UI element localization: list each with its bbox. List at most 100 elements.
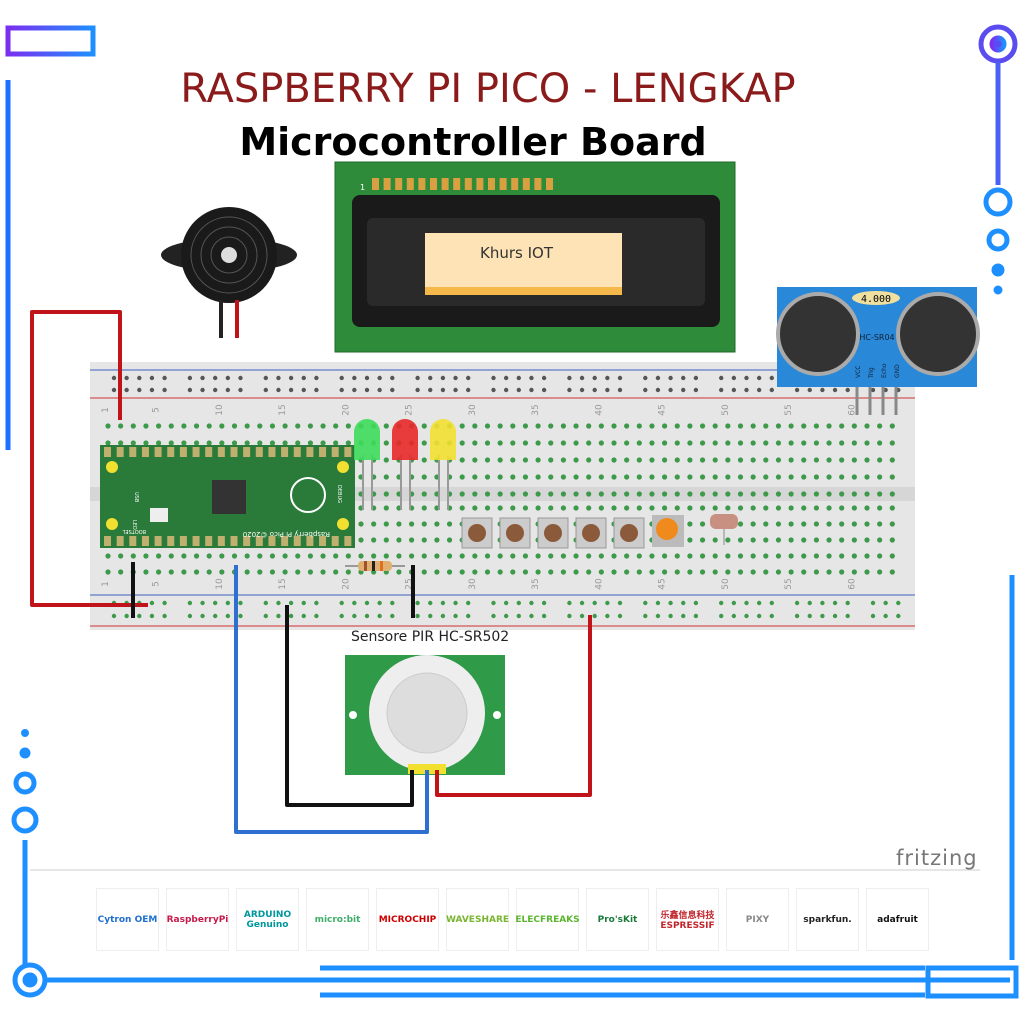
breadboard-hole [409,537,415,543]
breadboard-hole [586,505,592,511]
breadboard-hole [788,440,794,446]
breadboard-hole [586,474,592,480]
pico-pin [167,447,175,457]
breadboard-hole [699,505,706,511]
breadboard-hole [358,537,364,543]
breadboard-hole [662,440,668,446]
breadboard-hole [864,553,870,559]
pico-pin [344,536,352,546]
breadboard-hole [472,491,478,497]
rail-hole [579,600,585,606]
breadboard-hole [333,440,339,446]
pico-pin [306,447,314,457]
decorative-frame [5,24,1019,999]
breadboard-hole [358,553,364,559]
rail-hole [263,613,268,619]
rail-hole [415,387,420,393]
breadboard-hole [839,491,845,497]
lcd-pin1-label: 1 [360,183,365,192]
breadboard-hole [687,423,693,429]
column-number: 5 [152,581,162,587]
breadboard-hole [219,440,225,446]
lcd-pin [441,178,449,190]
pico-pin [230,447,238,457]
breadboard-hole [598,440,604,446]
push-button[interactable] [575,517,607,549]
rail-hole [263,600,268,606]
rail-hole [516,600,521,606]
rail-hole [162,613,167,619]
breadboard-hole [750,537,756,543]
breadboard-hole [864,505,870,511]
rail-hole [200,387,205,393]
breadboard-hole [699,537,706,543]
page-title: RASPBERRY PI PICO - LENGKAP [180,66,796,112]
push-button[interactable] [499,517,531,549]
breadboard-hole [864,423,870,429]
breadboard-hole [839,537,845,543]
brand-logo: adafruit [866,888,929,951]
breadboard-hole [801,537,807,543]
breadboard-hole [813,423,820,429]
rail-hole [681,600,686,606]
rail-hole [567,387,572,393]
breadboard-hole [548,491,554,497]
wire-blue-pir [234,565,429,834]
breadboard-hole [345,569,351,575]
column-number: 60 [847,578,857,590]
column-number: 50 [721,404,731,416]
breadboard-hole [674,553,680,559]
breadboard-hole [636,457,642,463]
breadboard-hole [699,521,706,527]
breadboard-hole [560,423,567,429]
rail-hole [111,387,117,393]
breadboard-hole [877,505,883,511]
rail-hole [655,600,661,606]
rail-hole [832,387,838,393]
rail-hole [124,613,129,619]
rail-hole [668,600,673,606]
breadboard-hole [611,423,617,429]
breadboard-hole [737,491,744,497]
breadboard-hole [548,474,554,480]
breadboard-hole [611,440,617,446]
pico-pin [129,447,137,457]
breadboard-hole [105,569,111,575]
push-button[interactable] [613,517,645,549]
brand-logo: 乐鑫信息科技 ESPRESSIF [656,888,719,951]
rail-hole [883,613,888,619]
breadboard-hole [699,491,706,497]
ultrasonic-display: 4.000 [861,294,891,305]
breadboard-hole [522,474,529,480]
breadboard-hole [181,423,187,429]
rail-hole [276,375,281,381]
pin-echo: Echo [881,363,888,378]
pico-pin [129,536,137,546]
rail-hole [428,375,433,381]
resistor [345,561,405,571]
breadboard-hole [624,491,630,497]
breadboard-hole [775,474,782,480]
breadboard-hole [446,537,453,543]
breadboard-hole [307,440,313,446]
breadboard-hole [725,457,731,463]
rail-hole [643,387,648,393]
column-number: 40 [594,404,604,416]
breadboard-hole [877,474,883,480]
rail-hole [503,613,509,619]
push-button[interactable] [537,517,569,549]
breadboard-hole [383,457,389,463]
breadboard-hole [624,440,630,446]
lcd-pin [499,178,507,190]
rail-hole [567,375,572,381]
breadboard-hole [396,553,402,559]
pin-trig: Trig [868,367,875,379]
breadboard-hole [649,569,655,575]
rail-hole [440,387,446,393]
breadboard-hole [826,569,832,575]
rail-hole [339,600,344,606]
breadboard-hole [560,491,567,497]
push-button[interactable] [461,517,493,549]
breadboard-hole [219,553,225,559]
rail-hole [516,375,521,381]
